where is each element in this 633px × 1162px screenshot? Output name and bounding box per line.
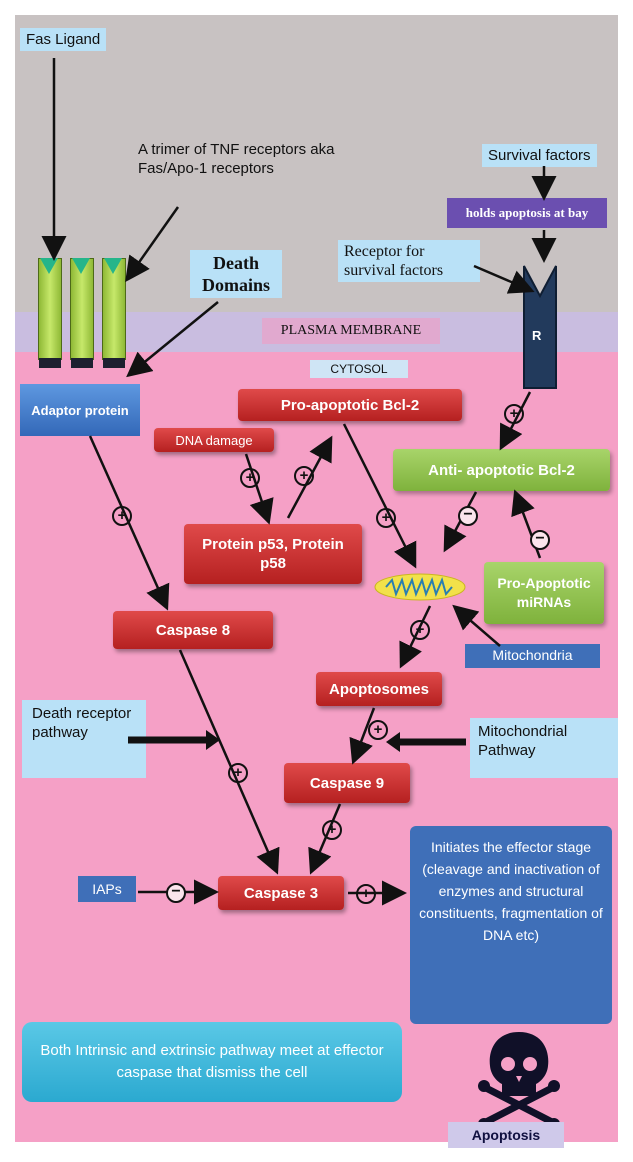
minus-symbol: − <box>458 506 478 526</box>
plus-symbol: + <box>240 468 260 488</box>
plus-symbol: + <box>294 466 314 486</box>
protein-p53-box: Protein p53, Protein p58 <box>184 524 362 584</box>
adaptor-protein-box: Adaptor protein <box>20 384 140 436</box>
survival-factors-label: Survival factors <box>482 144 597 167</box>
plus-symbol: + <box>410 620 430 640</box>
holds-apoptosis-box: holds apoptosis at bay <box>447 198 607 228</box>
iaps-label: IAPs <box>78 876 136 902</box>
effector-stage-box: Initiates the effector stage (cleavage a… <box>410 826 612 1024</box>
survival-receptor <box>523 265 557 389</box>
tnf-receptor-3 <box>102 258 126 360</box>
cytosol-label: CYTOSOL <box>310 360 408 378</box>
summary-box: Both Intrinsic and extrinsic pathway mee… <box>22 1022 402 1102</box>
minus-symbol: − <box>166 883 186 903</box>
death-domain-2 <box>71 358 93 368</box>
pro-apoptotic-mirnas-box: Pro-Apoptotic miRNAs <box>484 562 604 624</box>
apoptosomes-box: Apoptosomes <box>316 672 442 706</box>
caspase8-box: Caspase 8 <box>113 611 273 649</box>
mitochondrial-pathway-label: Mitochondrial Pathway <box>470 718 618 778</box>
death-domain-3 <box>103 358 125 368</box>
death-domains-label: Death Domains <box>190 250 282 298</box>
receptor-survival-label: Receptor for survival factors <box>338 240 480 282</box>
plasma-membrane-label: PLASMA MEMBRANE <box>262 318 440 344</box>
plus-symbol: + <box>356 884 376 904</box>
plus-symbol: + <box>376 508 396 528</box>
anti-apoptotic-bcl2-box: Anti- apoptotic Bcl-2 <box>393 449 610 491</box>
caspase9-box: Caspase 9 <box>284 763 410 803</box>
ligand-binding-site-2 <box>72 258 90 274</box>
death-receptor-pathway-label: Death receptor pathway <box>22 700 146 778</box>
minus-symbol: − <box>530 530 550 550</box>
death-domain-1 <box>39 358 61 368</box>
mitochondrion-icon <box>374 573 466 601</box>
mitochondria-label: Mitochondria <box>465 644 600 668</box>
fas-ligand-label: Fas Ligand <box>20 28 107 51</box>
plus-symbol: + <box>504 404 524 424</box>
caspase3-box: Caspase 3 <box>218 876 344 910</box>
plus-symbol: + <box>228 763 248 783</box>
ligand-binding-site-3 <box>104 258 122 274</box>
plus-symbol: + <box>322 820 342 840</box>
dna-damage-box: DNA damage <box>154 428 274 452</box>
receptor-r-label: R <box>532 328 542 343</box>
plus-symbol: + <box>368 720 388 740</box>
plus-symbol: + <box>112 506 132 526</box>
pro-apoptotic-bcl2-box: Pro-apoptotic Bcl-2 <box>238 389 462 421</box>
skull-crossbones-icon <box>478 1032 560 1130</box>
tnf-receptor-1 <box>38 258 62 360</box>
ligand-binding-site-1 <box>40 258 58 274</box>
tnf-trimer-label: A trimer of TNF receptors aka Fas/Apo-1 … <box>138 141 335 177</box>
apoptosis-label: Apoptosis <box>448 1122 564 1148</box>
